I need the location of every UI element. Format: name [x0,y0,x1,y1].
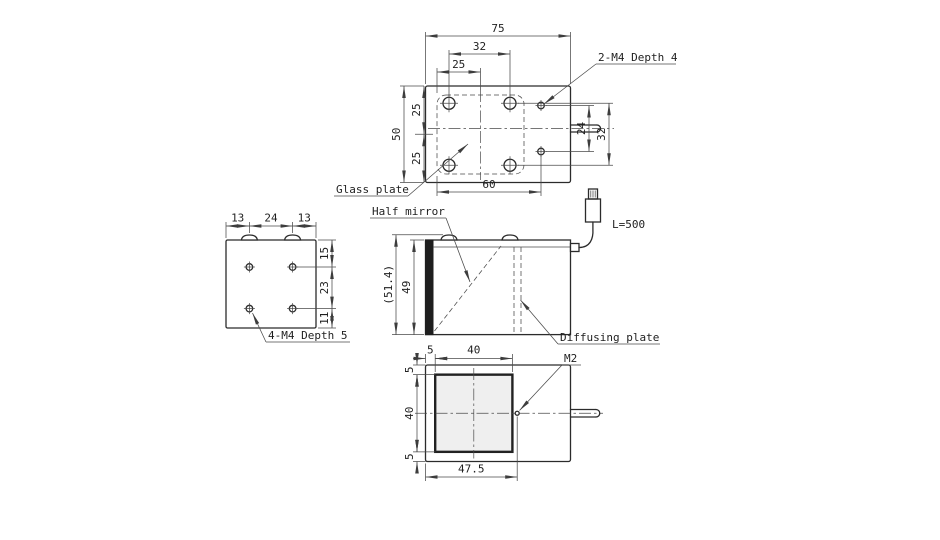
dim-top-width: 75 [491,22,504,35]
tap-label-leader [543,63,676,105]
dim-top-depth: 50 [390,128,403,141]
dim-bottom-window-height: 40 [403,407,416,420]
screw-head-icon [440,234,458,241]
dim-front-overall-height: (51.4) [382,265,395,305]
dim-top-glass-to-hole: 60 [482,178,495,191]
dim-side-lower: 11 [318,312,331,325]
emitting-face [425,239,434,336]
label-half-mirror: Half mirror [372,205,445,218]
dim-bottom-window-width: 40 [467,344,480,357]
side-view-body-outline [225,239,317,329]
label-glass-plate: Glass plate [336,183,409,196]
screw-head-icon [501,234,519,241]
half-mirror-line [434,245,502,332]
m2-leader [519,364,581,411]
bottom-view: 5 40 5 40 5 47.5 M2 [403,344,603,481]
dim-top-offset: 25 [452,58,465,71]
side-view: 13 24 13 15 23 11 4-M4 Depth 5 [225,212,350,343]
dim-bottom-margin-bottom: 5 [403,453,416,460]
label-m2-tap: M2 [564,352,577,365]
screw-head-icon [283,234,302,241]
dim-front-body-height: 49 [400,281,413,294]
cable-connector: L=500 [569,188,645,253]
front-view-body-outline [424,239,572,336]
dim-side-left: 13 [231,212,244,225]
cable-gland [569,242,580,253]
dim-top-hole-pitch: 24 [575,122,588,136]
top-view: 75 32 25 50 25 25 24 32 60 2-M4 Depth 4 … [334,22,678,197]
label-cable-length: L=500 [612,218,645,231]
dim-side-center: 24 [264,212,278,225]
side-view-extension-lines [225,222,336,329]
m2-hole-icon [514,410,520,416]
front-view-dimensions [394,234,416,335]
top-view-cable-stub [569,124,602,133]
connector-tip [587,188,599,200]
side-tap-leader [252,312,350,343]
dim-top-screw-span-y: 32 [595,128,608,141]
label-side-tap: 4-M4 Depth 5 [268,329,347,342]
bottom-view-dimensions [413,353,518,479]
glass-plate-leader [334,143,469,197]
top-view-dimensions [402,34,611,194]
cable-curve [578,221,594,249]
screw-head-icon [240,234,259,241]
side-view-dimensions [226,224,334,328]
diffusing-plate-leader [520,299,660,345]
label-diffusing-plate: Diffusing plate [560,331,659,344]
dim-bottom-margin-left: 5 [403,366,416,373]
dim-top-half-bottom: 25 [410,152,423,165]
dim-side-right: 13 [298,212,311,225]
dim-top-half-top: 25 [410,103,423,116]
half-mirror-leader [370,217,471,283]
dim-bottom-overall: 47.5 [458,463,485,476]
front-view: 49 (51.4) Half mirror Diffusing plate [370,205,660,345]
dim-side-middle: 23 [318,281,331,294]
dim-side-upper: 15 [318,247,331,260]
connector-body [584,198,602,223]
dim-top-screw-span-x: 32 [473,40,486,53]
bottom-view-cable-stub [569,408,601,418]
dim-bottom-margin-top: 5 [427,344,434,357]
label-top-tap: 2-M4 Depth 4 [598,51,678,64]
